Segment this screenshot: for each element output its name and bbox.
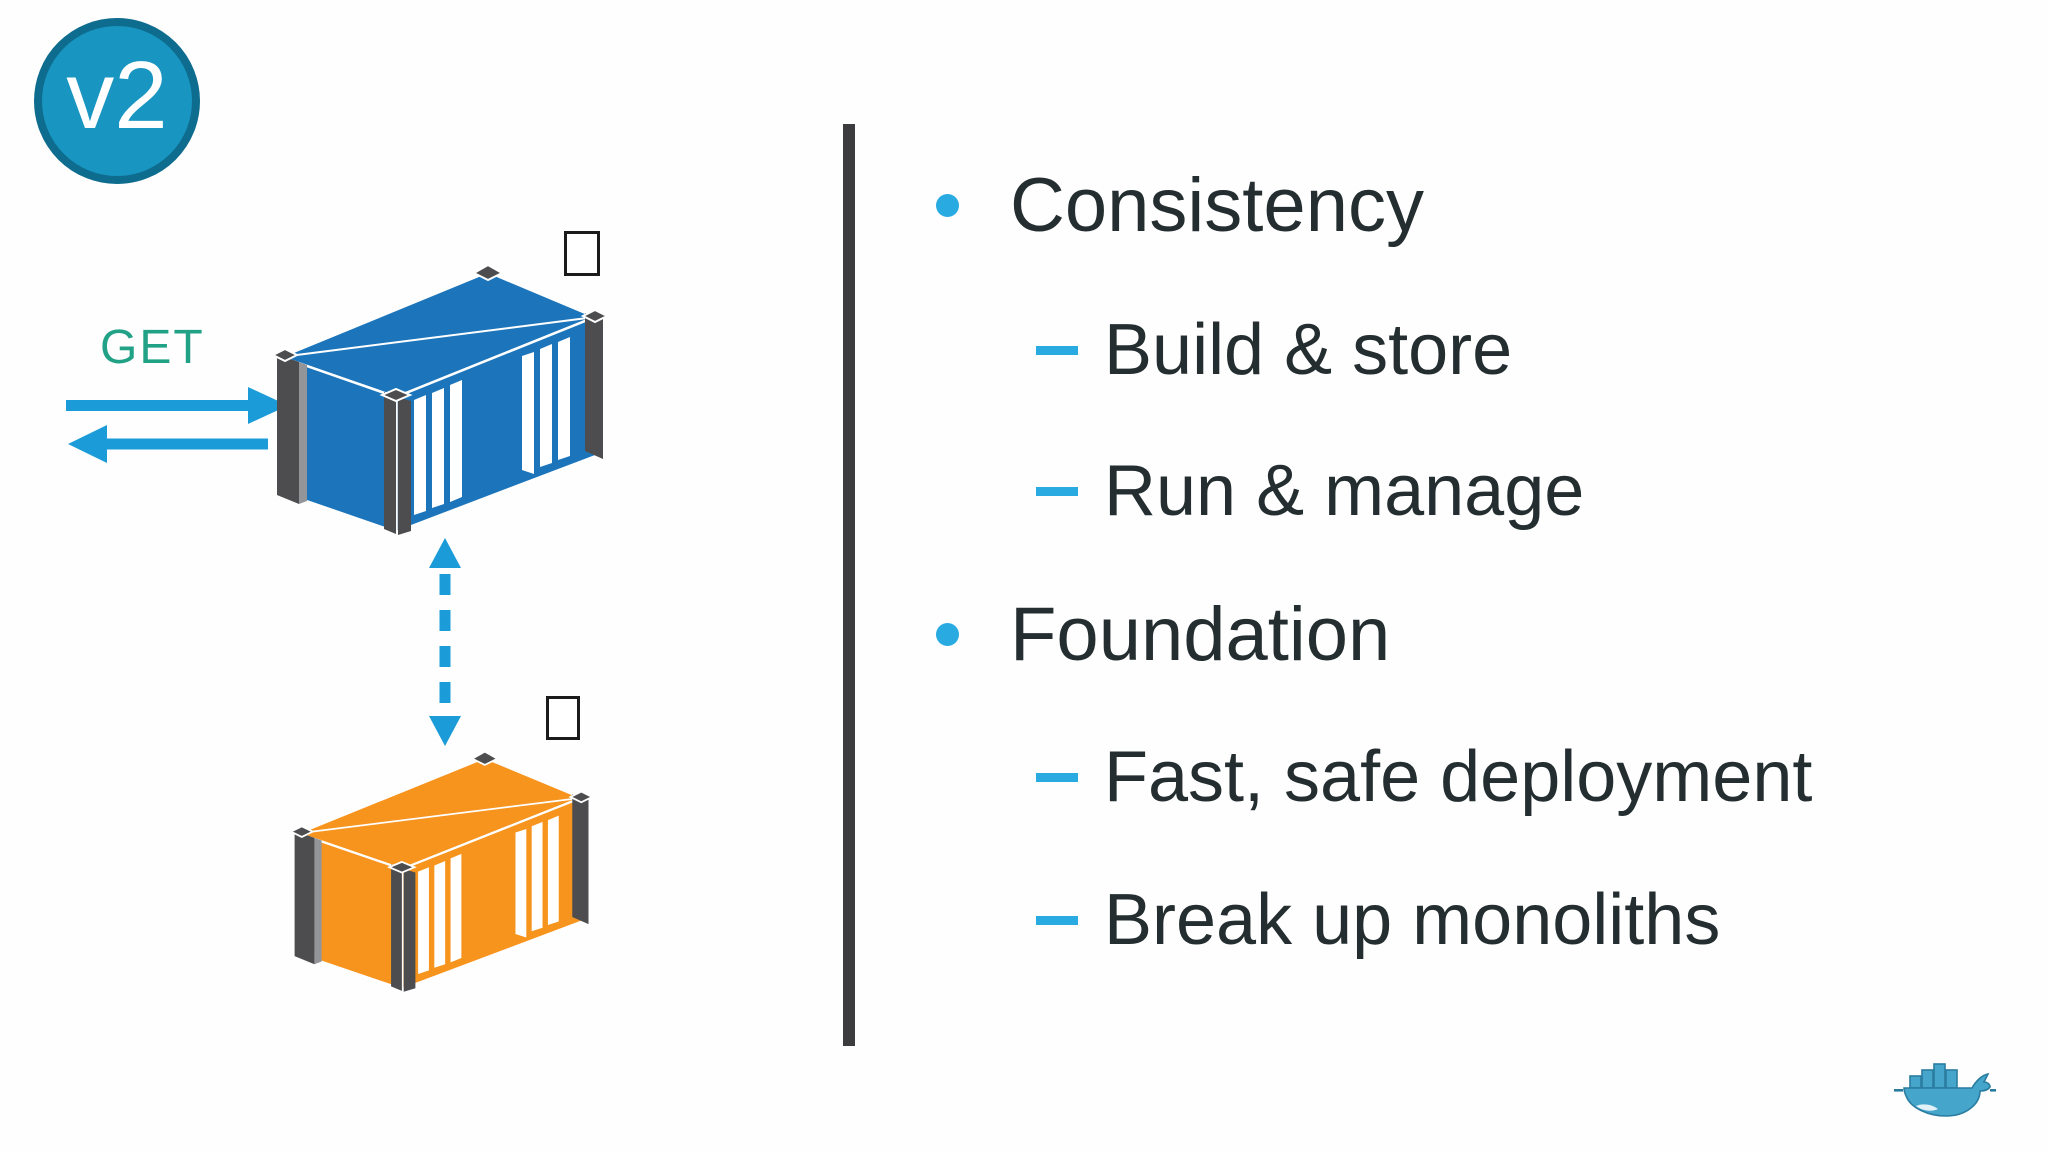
sub-bullet-fast-safe-deployment: Fast, safe deployment bbox=[1036, 722, 1812, 832]
dashed-link-arrow-icon bbox=[429, 538, 461, 746]
shipping-container-blue-icon bbox=[273, 252, 608, 542]
sub-bullet-label: Build & store bbox=[1104, 310, 1513, 390]
sub-bullet-dash-icon bbox=[1036, 486, 1078, 496]
sub-bullet-run-manage: Run & manage bbox=[1036, 436, 1584, 546]
sub-bullet-label: Fast, safe deployment bbox=[1104, 737, 1813, 817]
sub-bullet-label: Run & manage bbox=[1104, 451, 1585, 531]
sub-bullet-build-store: Build & store bbox=[1036, 295, 1512, 405]
bullet-item-foundation: Foundation bbox=[936, 579, 1390, 689]
vertical-divider bbox=[843, 124, 855, 1046]
bullet-label: Consistency bbox=[1010, 162, 1424, 248]
bullet-item-consistency: Consistency bbox=[936, 150, 1424, 260]
get-request-label: GET bbox=[100, 321, 205, 374]
bullet-dot-icon bbox=[936, 622, 959, 646]
sub-bullet-break-up-monoliths: Break up monoliths bbox=[1036, 865, 1720, 975]
shipping-container-orange-icon bbox=[291, 740, 593, 998]
bullet-label: Foundation bbox=[1010, 591, 1391, 677]
empty-square-top-icon bbox=[564, 231, 600, 276]
empty-square-bottom-icon bbox=[546, 696, 580, 740]
sub-bullet-dash-icon bbox=[1036, 915, 1078, 925]
sub-bullet-dash-icon bbox=[1036, 345, 1078, 355]
request-response-arrows-icon bbox=[66, 387, 288, 463]
version-badge: v2 bbox=[34, 18, 200, 184]
version-badge-label: v2 bbox=[66, 42, 168, 149]
sub-bullet-label: Break up monoliths bbox=[1104, 880, 1721, 960]
bullet-dot-icon bbox=[936, 193, 959, 217]
docker-whale-icon bbox=[1894, 1063, 1996, 1117]
sub-bullet-dash-icon bbox=[1036, 772, 1078, 782]
